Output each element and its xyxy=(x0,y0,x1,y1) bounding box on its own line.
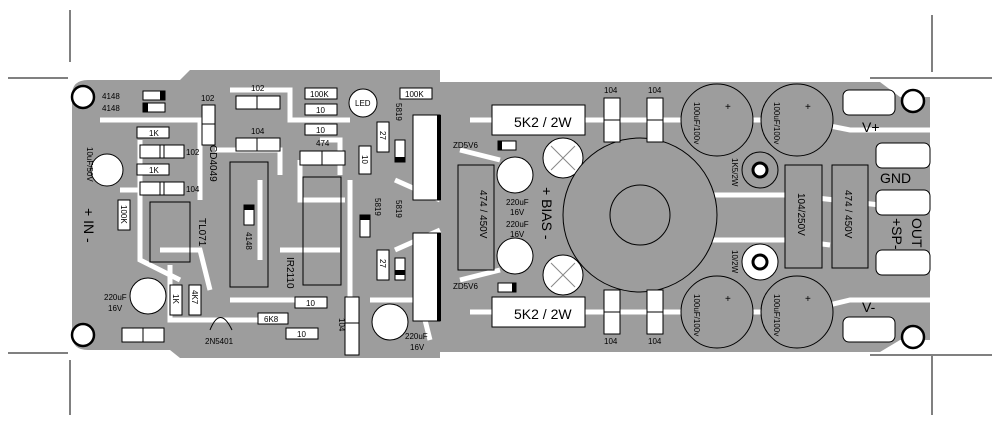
schottky-label: 5819 xyxy=(394,103,403,121)
cap-label: 104 xyxy=(648,86,662,95)
power-resistor-label: 5K2 / 2W xyxy=(514,114,572,130)
diode-label: 4148 xyxy=(102,104,120,113)
schottky-label: 5819 xyxy=(373,198,382,216)
decoupling-caps: 104 104 104 104 xyxy=(603,86,664,346)
cap-label: 104 xyxy=(648,337,662,346)
power-resistor xyxy=(491,296,586,328)
resistor-label: 1K xyxy=(149,166,159,175)
cap-label: 102 xyxy=(251,84,265,93)
led-label: LED xyxy=(355,99,371,108)
gnd-label: GND xyxy=(880,170,911,186)
bulk-cap-label: 100uF/100v xyxy=(772,294,781,336)
resistor-label: 100K xyxy=(310,90,329,99)
resistor-label: 10 xyxy=(306,299,315,308)
input-label: + IN - xyxy=(81,208,97,243)
resistor-label: 1K xyxy=(171,294,180,304)
cap-value: 220uF xyxy=(506,220,529,229)
cap-label: 474 xyxy=(316,139,330,148)
lower-left-parts: 220uF 16V 2N5401 220uF 16V xyxy=(104,277,428,352)
cap-label: 104 xyxy=(186,185,200,194)
cap-label: 104 xyxy=(337,318,346,332)
transistor-label: 2N5401 xyxy=(205,337,234,346)
bias-label: + BIAS - xyxy=(539,187,555,240)
trimpot[interactable] xyxy=(542,137,584,179)
output-cap-label: 474 / 450V xyxy=(842,190,853,239)
cap-value: 220uF xyxy=(104,293,127,302)
input-section: + IN - 10uF/50V 100K xyxy=(81,147,131,243)
input-resistor-label: 100K xyxy=(119,205,128,224)
mosfets xyxy=(412,114,441,322)
vplus-label: V+ xyxy=(862,119,880,135)
cap-value: 220uF xyxy=(405,332,428,341)
diode-label: 4148 xyxy=(102,92,120,101)
crop-marks xyxy=(8,10,992,415)
cap-label: 102 xyxy=(201,94,215,103)
tl071-label: TL071 xyxy=(196,218,207,247)
cap-label: 104 xyxy=(604,86,618,95)
cd4049-label: CD4049 xyxy=(207,145,218,182)
film-cap-outline xyxy=(457,164,495,271)
cap-label: 102 xyxy=(186,148,200,157)
polarity-plus: + xyxy=(725,102,731,113)
small-caps: 102 104 102 102 104 474 104 xyxy=(121,84,360,356)
cap-value: 220uF xyxy=(506,198,529,207)
bulk-cap-label: 100uF/100v xyxy=(772,102,781,144)
resistor-label: 10 xyxy=(316,106,325,115)
cap-voltage: 16V xyxy=(108,304,123,313)
input-cap-body xyxy=(90,153,124,187)
film-cap-label: 474 / 450V xyxy=(477,190,488,239)
ics: TL071 CD4049 4148 IR2110 xyxy=(149,145,342,289)
output-caps: 104/250V 474 / 450V xyxy=(784,164,869,269)
led-and-schottky: LED 5819 5819 5819 xyxy=(348,88,406,281)
snubber-resistors: 1K5/2W 10/2W xyxy=(730,151,779,281)
bulk-cap-label: 100uF/100v xyxy=(692,294,701,336)
cap-label: 104 xyxy=(604,337,618,346)
polarity-plus: + xyxy=(725,294,731,305)
diode-4148-label: 4148 xyxy=(244,232,253,250)
trimpot[interactable] xyxy=(542,254,584,296)
transistor-outline xyxy=(209,317,233,331)
bulk-cap-label: 100uF/100v xyxy=(692,102,701,144)
snubber-label: 1K5/2W xyxy=(730,158,739,187)
ir2110-label: IR2110 xyxy=(284,257,295,289)
power-resistor xyxy=(491,104,586,136)
cap-voltage: 16V xyxy=(410,343,425,352)
resistor-label: 6K8 xyxy=(264,315,279,324)
snubber-label: 10/2W xyxy=(730,250,739,274)
tl071-outline xyxy=(149,201,191,263)
speaker-label: +SP- xyxy=(889,218,905,250)
resistor-label: 27 xyxy=(378,259,387,268)
power-resistor-label: 5K2 / 2W xyxy=(514,306,572,322)
power-section: ZD5V6 ZD5V6 5K2 / 2W 5K2 / 2W 474 / 450V… xyxy=(453,83,931,349)
vminus-label: V- xyxy=(862,299,876,315)
resistor-label: 4K7 xyxy=(190,290,199,305)
resistor-label: 100K xyxy=(405,90,424,99)
small-resistors: 1K 1K 100K 10 10 100K 10 27 27 1K 4K7 6K… xyxy=(136,87,433,340)
polarity-plus: + xyxy=(805,102,811,113)
cap-voltage: 16V xyxy=(510,230,525,239)
ir2110-outline xyxy=(302,176,342,286)
mounting-holes xyxy=(70,84,926,350)
resistor-label: 27 xyxy=(378,131,387,140)
zener-label: ZD5V6 xyxy=(453,141,478,150)
toroid-inductor xyxy=(562,137,718,293)
diodes-4148: 4148 4148 xyxy=(102,90,166,113)
resistor-label: 10 xyxy=(360,155,369,164)
cd4049-outline xyxy=(229,161,269,288)
resistor-label: 10 xyxy=(316,126,325,135)
bulk-caps: 100uF/100v + 100uF/100v + 100uF/100v + 1… xyxy=(680,83,834,349)
cap-voltage: 16V xyxy=(510,208,525,217)
resistor-label: 1K xyxy=(149,129,159,138)
zener-label: ZD5V6 xyxy=(453,282,478,291)
cap-label: 104 xyxy=(251,127,265,136)
input-resistor xyxy=(117,199,131,231)
input-cap-label: 10uF/50V xyxy=(85,147,94,182)
output-cap-label: 104/250V xyxy=(795,193,806,236)
schottky-label: 5819 xyxy=(394,200,403,218)
resistor-label: 10 xyxy=(297,330,306,339)
out-label: OUT xyxy=(909,218,925,248)
connectors: V+ GND +SP- OUT V- xyxy=(842,89,931,343)
polarity-plus: + xyxy=(805,294,811,305)
